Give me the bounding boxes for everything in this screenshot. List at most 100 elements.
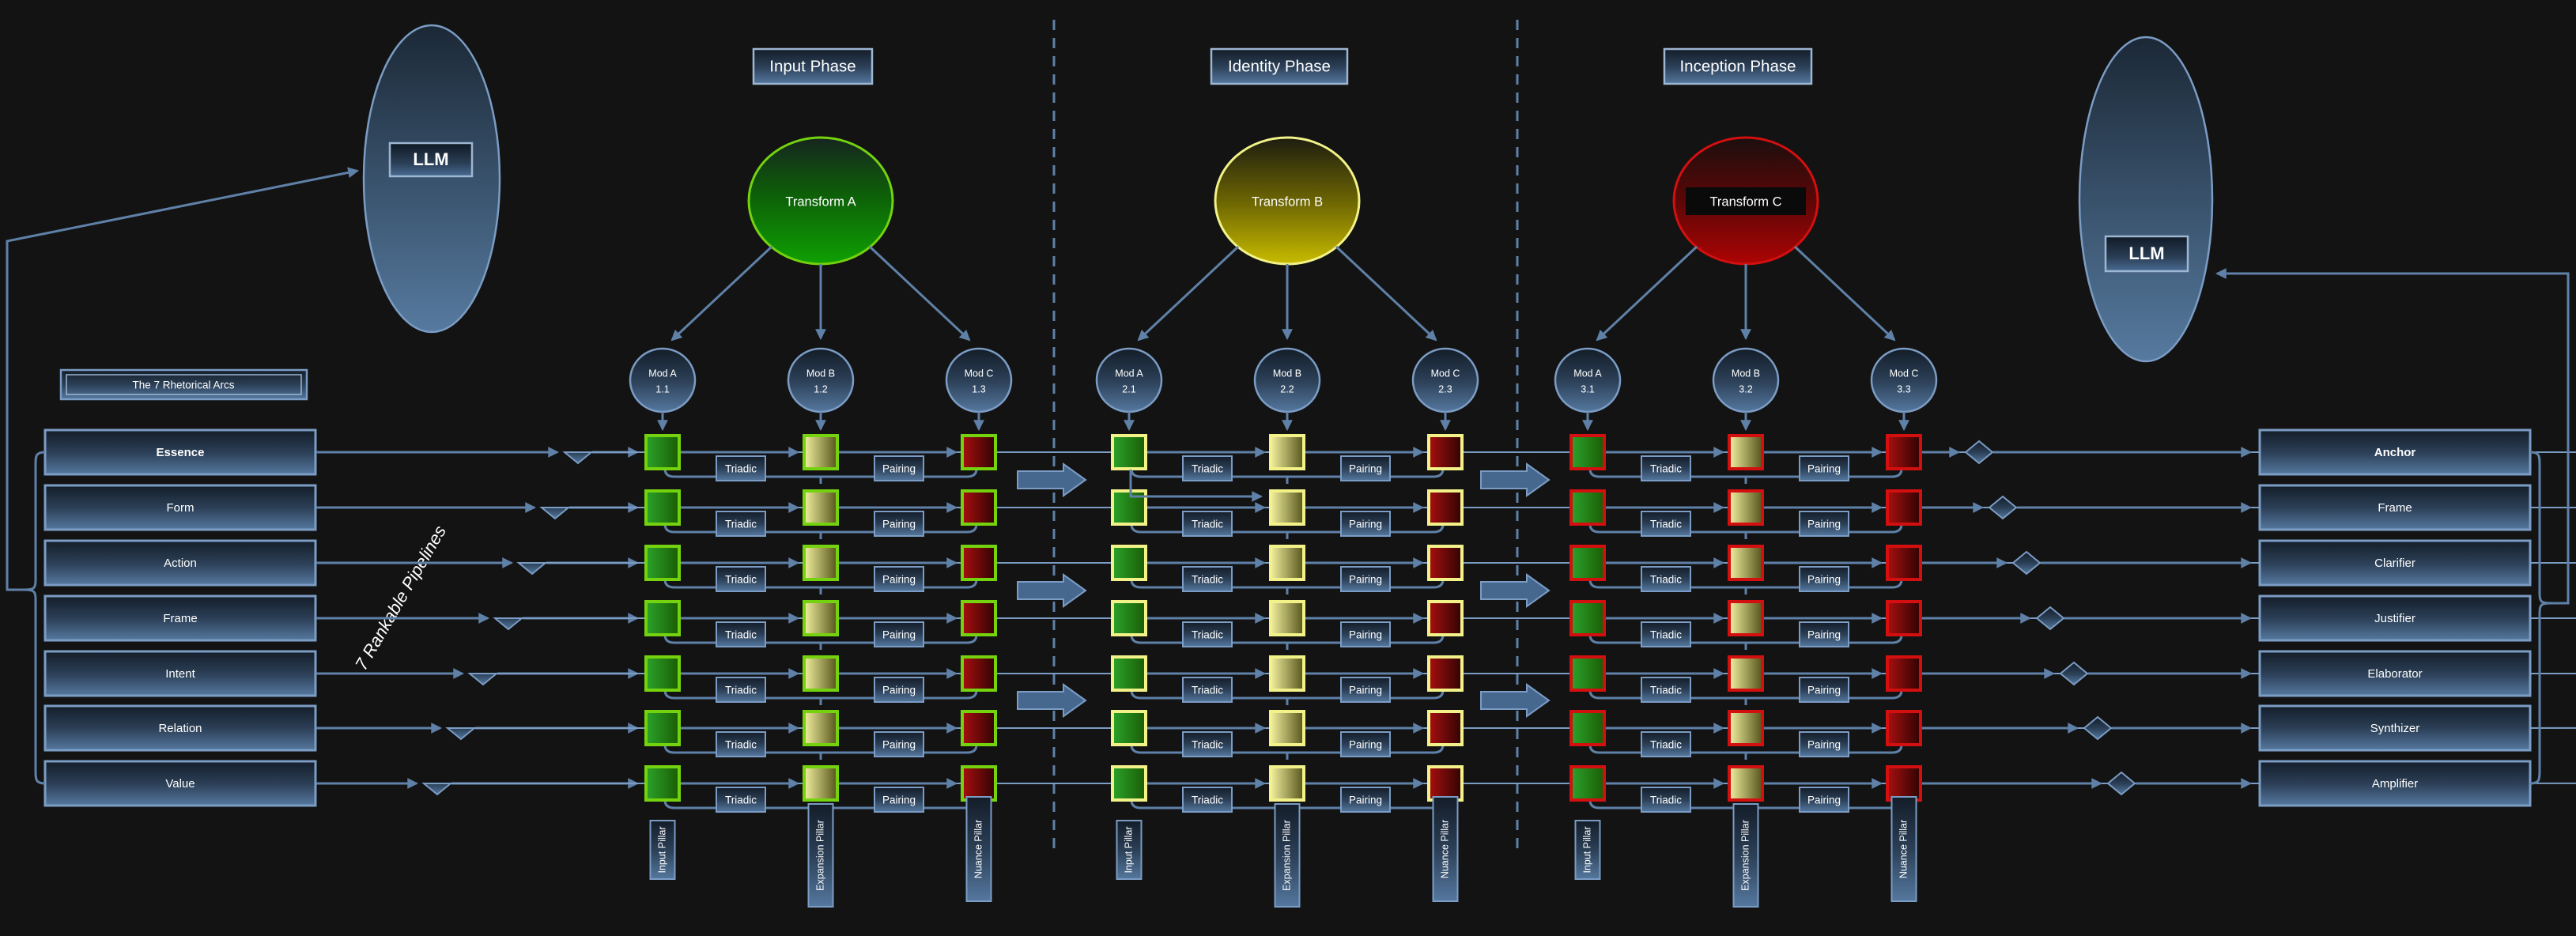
pillar-box <box>1116 820 1143 880</box>
stage-square-green <box>1569 489 1606 526</box>
stage-square-red <box>1886 710 1922 746</box>
mod-number: 2.3 <box>1438 383 1452 394</box>
row1-row2-link <box>1129 470 1263 502</box>
arc-label-rect <box>43 704 317 752</box>
pillar-expansion: Expansion Pillar <box>807 803 834 908</box>
triadic-label: Triadic <box>1650 574 1682 586</box>
decision-diamond <box>1988 495 2018 520</box>
decision-diamond <box>421 782 2576 796</box>
decision-diamond <box>2106 771 2136 796</box>
triadic-label-box <box>1182 455 1233 481</box>
mod-node: Mod C1.3 <box>945 347 1013 432</box>
triadic-label-box <box>1182 787 1233 813</box>
mod-number: 1.1 <box>655 383 669 394</box>
mod-number: 2.1 <box>1122 383 1135 394</box>
arc-feed-line <box>316 613 2576 631</box>
output-feed-line <box>1921 440 2253 465</box>
pairing-label: Pairing <box>1807 574 1841 586</box>
phase-title: Inception Phase <box>1679 57 1796 75</box>
mod-number: 1.2 <box>814 383 827 394</box>
pairing-label: Pairing <box>1349 574 1382 586</box>
stage-square-yellow <box>1269 545 1305 581</box>
stage-square-green <box>1111 434 1147 470</box>
output-label-rect <box>2258 539 2532 587</box>
pairing-label: Pairing <box>1807 685 1841 696</box>
phase-flow <box>1480 462 1551 497</box>
pipelines-note-label: 7 Rankable Pipelines <box>351 522 450 674</box>
stage-square-yellow <box>1269 710 1305 746</box>
pairing-label-box <box>874 677 924 703</box>
triadic-label-box <box>1182 511 1233 537</box>
stage-square-yellow <box>803 600 839 636</box>
stage-square-yellow <box>1728 710 1764 746</box>
arcs-panel-title: The 7 Rhetorical Arcs <box>132 379 234 391</box>
block-arrow <box>1480 573 1551 608</box>
stage-square-red <box>1886 545 1922 581</box>
stage-square-yellow <box>1728 765 1764 802</box>
arc-label-rect <box>43 650 317 697</box>
pairing-label: Pairing <box>882 519 916 530</box>
arc-feed-line <box>316 557 2576 576</box>
decision-diamond <box>2083 715 2113 741</box>
pairing-label-box <box>1340 621 1391 647</box>
arc-label-box: Essence <box>43 428 317 476</box>
arc-label: Intent <box>165 667 195 681</box>
output-feed-line <box>1921 715 2253 741</box>
pillar-label: Nuance Pillar <box>1439 820 1450 878</box>
stage-square-red <box>1427 655 1464 692</box>
pillar-expansion: Expansion Pillar <box>1732 803 1759 908</box>
stage-square-green <box>644 710 681 746</box>
stage-square-yellow <box>803 655 839 692</box>
arc-feed-line <box>316 778 2576 796</box>
pairing-label-box <box>874 455 924 481</box>
outputs-brace-group <box>2215 268 2570 785</box>
flow-line <box>1137 245 1240 342</box>
mod-name: Mod B <box>1273 368 1301 379</box>
triadic-label-box <box>716 621 766 647</box>
pairing-label: Pairing <box>882 739 916 751</box>
triadic-label: Triadic <box>1192 463 1223 475</box>
pairing-label-box <box>874 621 924 647</box>
pairing-label: Pairing <box>882 685 916 696</box>
stage-square-green <box>644 600 681 636</box>
stage-square-red <box>1427 765 1464 802</box>
stage-square-yellow <box>803 434 839 470</box>
pairing-label-box <box>1799 621 1849 647</box>
stage-square-yellow <box>1728 545 1764 581</box>
pairing-label-box <box>1340 731 1391 757</box>
phase-flow <box>1480 573 1551 608</box>
mod-number: 3.3 <box>1897 383 1910 394</box>
mod-number: 3.1 <box>1581 383 1594 394</box>
mod-circle <box>787 347 855 413</box>
arc-label-box: Relation <box>43 704 317 752</box>
mod-name: Mod A <box>1573 368 1602 379</box>
stage-square-yellow <box>803 765 839 802</box>
stage-square-green <box>1569 710 1606 746</box>
stage-square-red <box>1427 545 1464 581</box>
pairing-label: Pairing <box>1349 685 1382 696</box>
arc-label-rect <box>43 484 317 531</box>
output-label: Synthizer <box>2370 722 2420 735</box>
arc-label: Essence <box>157 446 205 459</box>
block-arrow <box>1017 683 1087 718</box>
transform-label: Transform C <box>1709 194 1781 209</box>
mod-name: Mod B <box>1732 368 1760 379</box>
stage-square-green <box>1111 600 1147 636</box>
arc-label-rect <box>43 594 317 642</box>
triadic-label-box <box>1641 621 1691 647</box>
stage-square-green <box>1569 434 1606 470</box>
flow-line <box>1596 245 1698 342</box>
phase-title-box <box>1210 47 1349 85</box>
pillar-label: Input Pillar <box>656 826 667 873</box>
mod-circle <box>1411 347 1479 413</box>
triadic-label: Triadic <box>1650 739 1682 751</box>
stage-square-yellow <box>1728 655 1764 692</box>
stage-square-yellow <box>1269 655 1305 692</box>
pairing-label: Pairing <box>882 794 916 806</box>
arcs-brace <box>24 451 46 785</box>
